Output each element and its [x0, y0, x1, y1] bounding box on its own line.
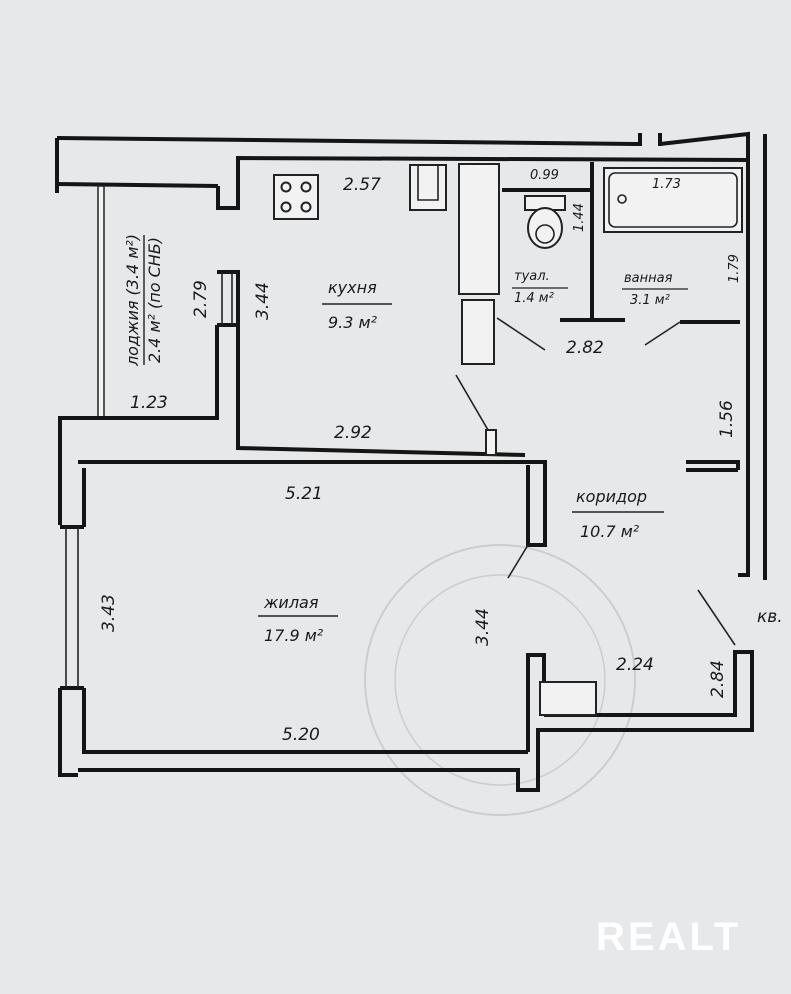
living-name: жилая: [263, 593, 319, 612]
corridor-label: коридор 10.7 м²: [572, 487, 664, 541]
toilet-name: туал.: [514, 269, 550, 284]
kitchen-area: 9.3 м²: [328, 313, 378, 332]
dim-entry-side: 2.84: [708, 660, 728, 698]
dim-kitchen-side: 3.44: [253, 282, 273, 320]
dim-living-top: 5.21: [285, 484, 323, 504]
background-stamp: [364, 544, 636, 816]
loggia-label: лоджия (3.4 м²) 2.4 м² (по СНБ): [123, 234, 164, 367]
entrance-label: кв.: [757, 607, 783, 627]
bathtub-icon: [603, 167, 743, 233]
kitchen-partition: [458, 163, 500, 295]
bathroom-name: ванная: [624, 271, 673, 286]
kitchen-label: кухня 9.3 м²: [322, 278, 392, 332]
loggia-wall: [217, 270, 240, 327]
dim-toilet-depth: 1.44: [572, 203, 587, 232]
dim-loggia-side: 2.79: [191, 280, 211, 318]
toilet-icon: [524, 195, 566, 249]
dim-bath-depth: 1.79: [727, 254, 742, 283]
loggia-rail: [97, 185, 105, 419]
bathroom-label: ванная 3.1 м²: [622, 271, 688, 308]
dim-kitchen-bottom: 2.92: [334, 423, 372, 443]
living-room-walls: [78, 460, 547, 547]
inner-wall-top: [216, 155, 749, 210]
toilet-label: туал. 1.4 м²: [512, 269, 568, 306]
dim-corridor-side: 1.56: [717, 400, 737, 438]
kitchen-name: кухня: [328, 278, 377, 297]
dim-toilet-width: 0.99: [530, 168, 559, 183]
living-area: 17.9 м²: [264, 626, 324, 645]
dim-corridor-top: 2.82: [566, 338, 604, 358]
bathroom-area: 3.1 м²: [630, 293, 670, 308]
dim-living-left: 3.43: [99, 594, 119, 632]
walls: [55, 131, 767, 792]
dim-bath-width: 1.73: [652, 177, 681, 192]
sink-icon: [409, 164, 447, 211]
dim-loggia-bottom: 1.23: [130, 393, 168, 413]
dim-living-bottom: 5.20: [282, 725, 320, 745]
toilet-area: 1.4 м²: [514, 291, 554, 306]
corridor-area: 10.7 м²: [580, 522, 640, 541]
dim-entry-width: 2.24: [616, 655, 654, 675]
loggia-name: лоджия (3.4 м²): [123, 234, 142, 367]
watermark-logo: REALT: [596, 915, 741, 959]
dim-living-right: 3.44: [473, 608, 493, 646]
loggia-area: 2.4 м² (по СНБ): [145, 237, 164, 363]
stove-icon: [273, 174, 319, 220]
dim-kitchen-top: 2.57: [343, 175, 381, 195]
living-room-label: жилая 17.9 м²: [258, 593, 338, 645]
dimension-labels: 2.57 0.99 1.73 1.44 1.79 3.44 2.79 1.23 …: [99, 168, 783, 745]
corridor-name: коридор: [576, 487, 647, 506]
outer-wall-top-line: [56, 136, 641, 146]
